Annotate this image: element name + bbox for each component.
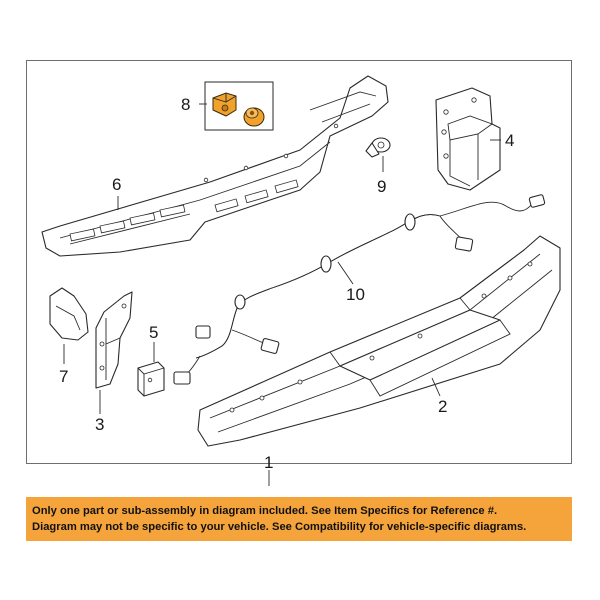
diagram-frame — [26, 60, 572, 464]
callout-6: 6 — [112, 175, 121, 194]
leader-lines — [63, 103, 501, 486]
part-4-bracket[interactable] — [435, 87, 501, 191]
callout-3: 3 — [95, 415, 104, 434]
part-8-bracket[interactable] — [212, 92, 237, 117]
callout-4: 4 — [505, 131, 514, 150]
part-8-nut[interactable] — [243, 107, 265, 127]
callout-7: 7 — [59, 367, 68, 386]
callout-9: 9 — [377, 177, 386, 196]
part-9-push-clip[interactable] — [365, 137, 391, 158]
callout-2: 2 — [438, 397, 447, 416]
callout-numbers: 8 6 4 9 10 7 3 5 2 1 — [59, 95, 514, 472]
part-8-highlight-box — [204, 81, 274, 131]
part-3-bracket[interactable] — [95, 291, 133, 389]
callout-10: 10 — [346, 285, 365, 304]
part-2-bumper-face-bar[interactable] — [197, 235, 561, 447]
callout-5: 5 — [149, 323, 158, 342]
part-10-wiring-harness[interactable] — [173, 194, 546, 385]
disclaimer-line-1: Only one part or sub-assembly in diagram… — [32, 505, 498, 517]
disclaimer-banner: Only one part or sub-assembly in diagram… — [26, 497, 572, 541]
disclaimer-line-2: Diagram may not be specific to your vehi… — [32, 521, 527, 533]
part-7-end-cap[interactable] — [49, 287, 89, 341]
callout-1: 1 — [264, 453, 273, 472]
part-6-step-pad[interactable] — [41, 75, 389, 257]
callout-8: 8 — [181, 95, 190, 114]
part-5-block[interactable] — [137, 361, 165, 397]
